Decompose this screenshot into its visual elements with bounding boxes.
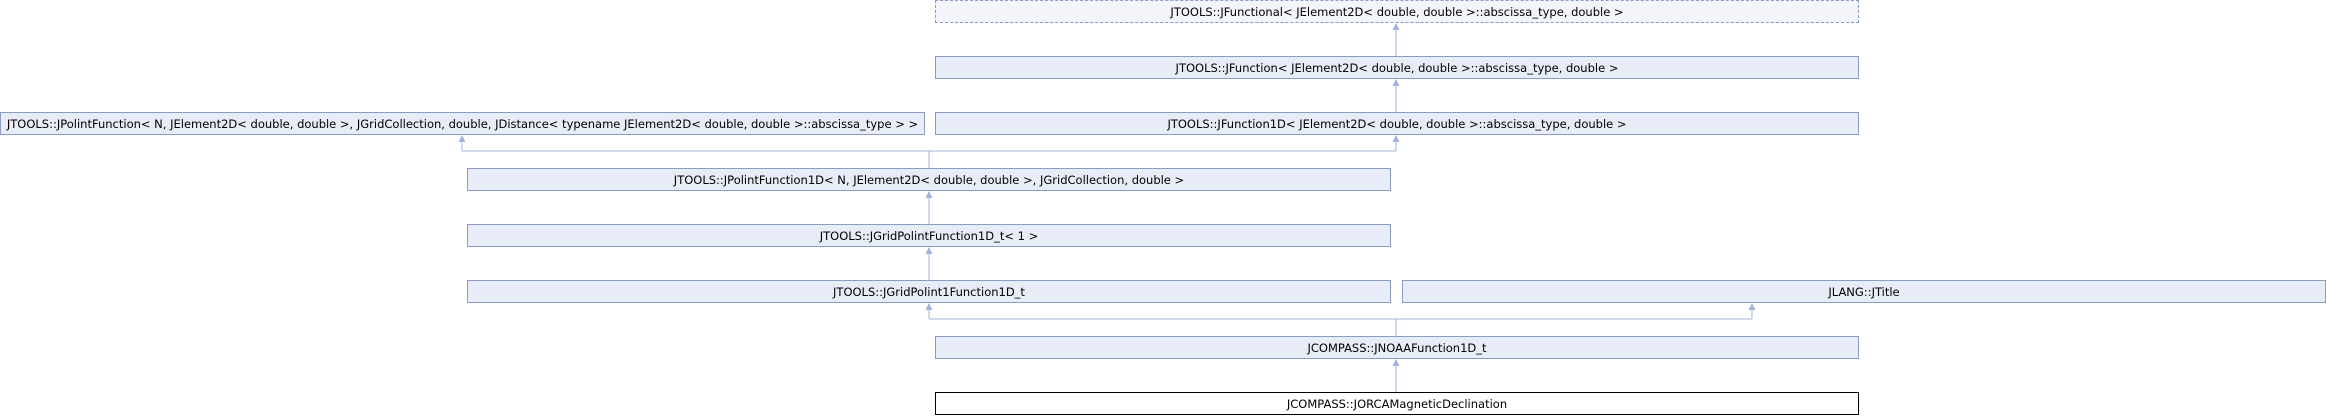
node-label: JTOOLS::JFunction1D< JElement2D< double,… <box>1167 116 1627 131</box>
node-label: JCOMPASS::JORCAMagneticDeclination <box>1286 396 1508 411</box>
node-label: JTOOLS::JPolintFunction1D< N, JElement2D… <box>673 172 1185 187</box>
node-label: JCOMPASS::JNOAAFunction1D_t <box>1307 340 1487 355</box>
arrowhead-jtitle <box>1748 303 1756 310</box>
node-jpolintfunction1d[interactable]: JTOOLS::JPolintFunction1D< N, JElement2D… <box>467 168 1391 191</box>
arrowhead-jnoaafunction1d <box>1392 359 1400 366</box>
node-label: JTOOLS::JGridPolintFunction1D_t< 1 > <box>819 228 1039 243</box>
node-jtitle[interactable]: JLANG::JTitle <box>1402 280 2326 303</box>
arrowhead-jfunctional <box>1392 23 1400 30</box>
node-label: JTOOLS::JPolintFunction< N, JElement2D< … <box>6 116 919 131</box>
node-label: JTOOLS::JGridPolint1Function1D_t <box>833 284 1025 299</box>
node-jorcamagneticdeclination: JCOMPASS::JORCAMagneticDeclination <box>935 392 1859 415</box>
arrowhead-jgridpolint1function1d <box>925 303 933 310</box>
arrowhead-jfunction <box>1392 79 1400 86</box>
edge-jpolintfunction1d-to-parents <box>461 140 1397 168</box>
node-label: JTOOLS::JFunction< JElement2D< double, d… <box>1175 60 1619 75</box>
node-jgridpolintfunction1d-t-1[interactable]: JTOOLS::JGridPolintFunction1D_t< 1 > <box>467 224 1391 247</box>
arrowhead-jpolintfunction <box>458 135 466 142</box>
arrowhead-jpolintfunction1d <box>925 191 933 198</box>
arrowhead-jgridpolintfunction1d <box>925 247 933 254</box>
arrowhead-jfunction1d <box>1392 135 1400 142</box>
node-jfunctional[interactable]: JTOOLS::JFunctional< JElement2D< double,… <box>935 0 1859 23</box>
node-jgridpolint1function1d-t[interactable]: JTOOLS::JGridPolint1Function1D_t <box>467 280 1391 303</box>
node-jfunction1d[interactable]: JTOOLS::JFunction1D< JElement2D< double,… <box>935 112 1859 135</box>
edge-jnoaa-to-parents <box>928 308 1753 336</box>
node-label: JLANG::JTitle <box>1828 284 1900 299</box>
node-jfunction[interactable]: JTOOLS::JFunction< JElement2D< double, d… <box>935 56 1859 79</box>
node-jnoaafunction1d-t[interactable]: JCOMPASS::JNOAAFunction1D_t <box>935 336 1859 359</box>
node-jpolintfunction[interactable]: JTOOLS::JPolintFunction< N, JElement2D< … <box>0 112 925 135</box>
node-label: JTOOLS::JFunctional< JElement2D< double,… <box>1170 4 1624 19</box>
